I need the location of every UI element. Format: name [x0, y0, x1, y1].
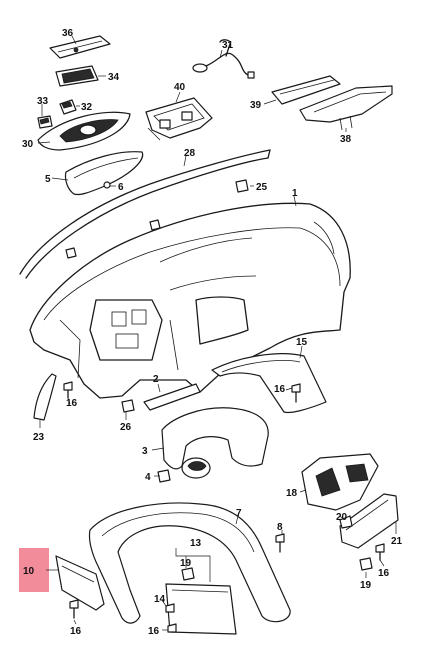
- part-10-side-panel[interactable]: [55, 555, 105, 611]
- callout-10: 10: [23, 566, 35, 577]
- callout-4: 4: [145, 472, 151, 483]
- callout-16-bottom-left: 16: [70, 626, 82, 637]
- callout-30: 30: [22, 139, 34, 150]
- dash-clip-icon: [65, 247, 77, 259]
- part-3-cover-trim[interactable]: [161, 407, 269, 479]
- part-4-clip[interactable]: [157, 469, 171, 483]
- callout-32: 32: [81, 102, 93, 113]
- part-18-vent-housing[interactable]: [301, 453, 379, 511]
- part-19-clip-panel[interactable]: [181, 567, 195, 581]
- callout-19-panel: 19: [180, 558, 192, 569]
- part-14-screw[interactable]: [165, 603, 175, 613]
- part-16-screw-frame[interactable]: [291, 383, 301, 403]
- part-16-screw-bottom[interactable]: [167, 623, 177, 633]
- callout-34: 34: [108, 72, 120, 83]
- callout-18: 18: [286, 488, 298, 499]
- part-32-button[interactable]: [59, 99, 77, 115]
- callout-25: 25: [256, 182, 268, 193]
- callout-36: 36: [62, 28, 74, 39]
- callout-20: 20: [336, 512, 348, 523]
- part-6-screw[interactable]: [103, 181, 111, 189]
- part-25-clip[interactable]: [235, 179, 249, 193]
- callout-26: 26: [120, 422, 132, 433]
- part-31-sensor-cable[interactable]: [192, 39, 255, 79]
- part-16-screw-bottom-left[interactable]: [69, 599, 79, 619]
- part-16-screw-right[interactable]: [375, 543, 385, 561]
- part-8-screw[interactable]: [275, 533, 285, 553]
- callout-6: 6: [118, 182, 124, 193]
- part-20-clip[interactable]: [339, 515, 353, 529]
- callout-38: 38: [340, 134, 352, 145]
- callout-23: 23: [33, 432, 45, 443]
- callout-7: 7: [236, 508, 242, 519]
- callout-19-right: 19: [360, 580, 372, 591]
- callout-3: 3: [142, 446, 148, 457]
- callout-5: 5: [45, 174, 51, 185]
- callout-14: 14: [154, 594, 166, 605]
- callout-33: 33: [37, 96, 49, 107]
- part-38-duct-housing[interactable]: [299, 85, 393, 131]
- part-40-frame[interactable]: [145, 97, 213, 141]
- dash-clip-icon: [149, 219, 161, 231]
- part-30-instrument-trim[interactable]: [37, 111, 131, 151]
- callout-31: 31: [222, 40, 234, 51]
- callout-39: 39: [250, 100, 262, 111]
- part-2-bracket[interactable]: [143, 383, 201, 411]
- part-7-curved-trim[interactable]: [88, 502, 291, 624]
- callout-1: 1: [292, 188, 298, 199]
- callout-13: 13: [190, 538, 202, 549]
- part-33-button[interactable]: [37, 115, 53, 129]
- callout-28: 28: [184, 148, 196, 159]
- callout-16-bottom: 16: [148, 626, 160, 637]
- part-13-lower-panel[interactable]: [165, 583, 237, 635]
- part-19-clip-right[interactable]: [359, 557, 373, 571]
- part-21-bracket[interactable]: [339, 493, 399, 549]
- part-16-screw-left[interactable]: [63, 381, 73, 399]
- callout-2: 2: [153, 374, 159, 385]
- callout-8: 8: [277, 522, 283, 533]
- part-15-trim-frame[interactable]: [211, 353, 327, 414]
- highlight-box-part-10: [19, 548, 49, 592]
- part-36-cover[interactable]: [49, 35, 111, 59]
- part-28-dash-strip[interactable]: [19, 149, 271, 279]
- callout-16-right: 16: [378, 568, 390, 579]
- callout-15: 15: [296, 337, 308, 348]
- callout-21: 21: [391, 536, 403, 547]
- part-5-gauge-hood[interactable]: [64, 151, 144, 196]
- part-1-dashboard[interactable]: [29, 202, 351, 399]
- callout-16-frame: 16: [274, 384, 286, 395]
- part-39-air-duct[interactable]: [271, 75, 341, 105]
- callout-16-left: 16: [66, 398, 78, 409]
- part-26-clip[interactable]: [121, 399, 135, 413]
- callout-40: 40: [174, 82, 186, 93]
- leader-lines: [37, 35, 397, 631]
- part-34-grille[interactable]: [55, 65, 99, 87]
- part-23-side-trim[interactable]: [33, 373, 57, 421]
